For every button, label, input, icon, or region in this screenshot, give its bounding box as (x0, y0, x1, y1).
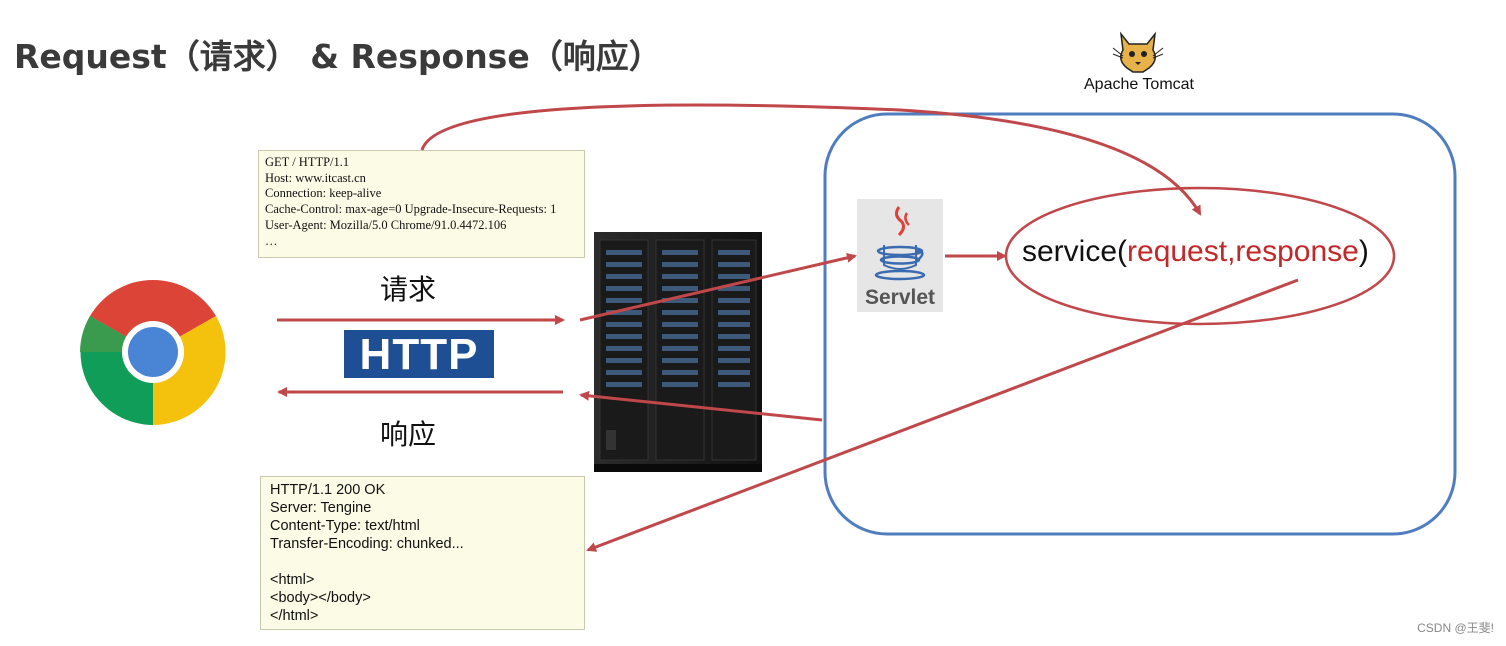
chrome-icon (80, 279, 226, 425)
response-message-box: HTTP/1.1 200 OK Server: Tengine Content-… (260, 476, 585, 630)
servlet-label: Servlet (864, 286, 936, 309)
arrow-tomcat-to-server (579, 390, 823, 422)
request-label: 请求 (380, 273, 437, 306)
arrow-server-to-servlet (579, 252, 857, 322)
service-method-call: service(request,response) (1022, 235, 1369, 269)
arrow-request-to-service (420, 103, 1202, 216)
page-title: Request（请求） & Response（响应） (14, 37, 662, 76)
watermark: CSDN @王斐! (1417, 621, 1494, 635)
tomcat-label: Apache Tomcat (1084, 76, 1194, 93)
servlet-icon-box: Servlet (857, 199, 943, 312)
service-prefix: service( (1022, 235, 1128, 268)
tomcat-container (823, 112, 1457, 536)
service-suffix: ) (1358, 235, 1369, 268)
arrow-service-to-response (586, 278, 1299, 552)
response-label: 响应 (380, 418, 437, 451)
service-params: request,response (1127, 235, 1359, 268)
request-message-box: GET / HTTP/1.1 Host: www.itcast.cn Conne… (258, 150, 585, 258)
java-cup-icon (874, 206, 926, 281)
http-badge: HTTP (344, 330, 494, 379)
server-rack-icon (594, 232, 762, 472)
